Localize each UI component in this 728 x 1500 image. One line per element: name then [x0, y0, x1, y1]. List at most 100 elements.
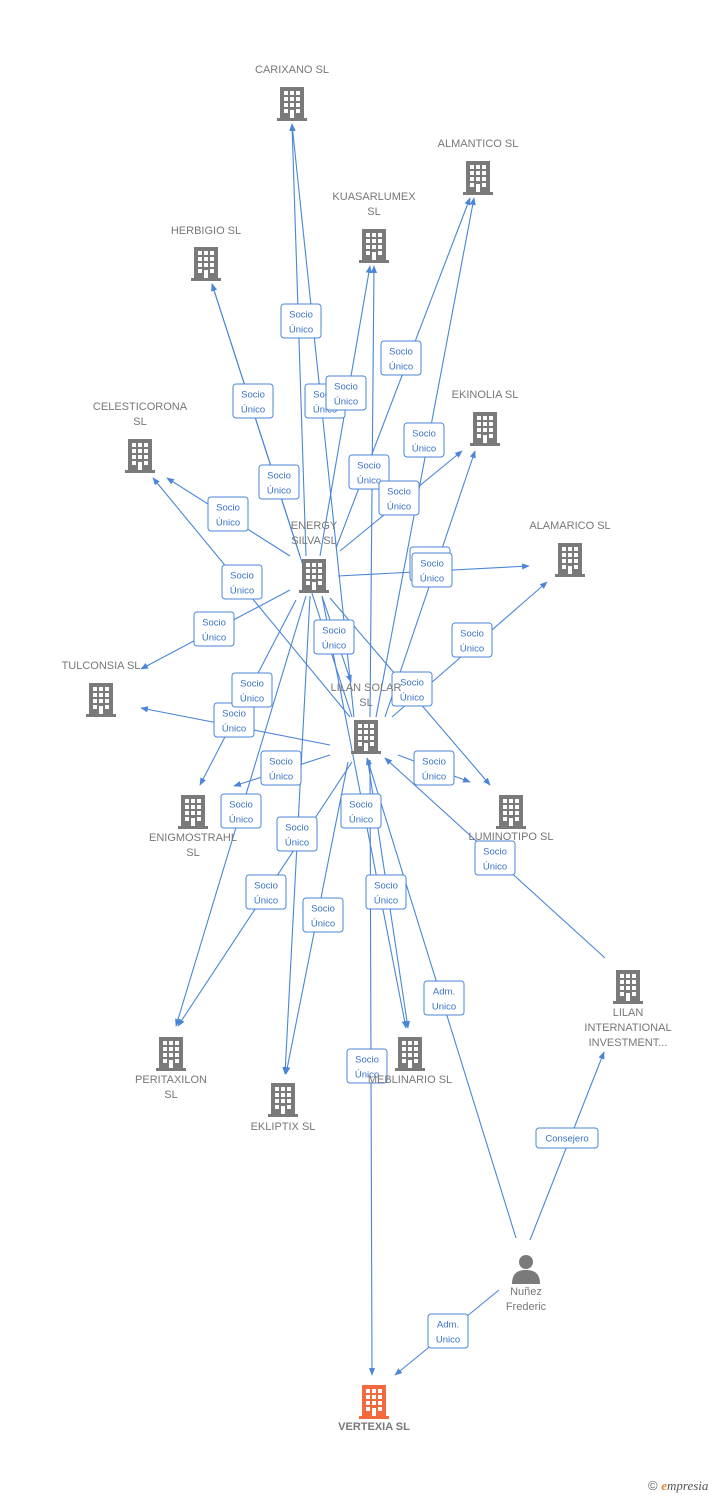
edge-label-text: Único: [355, 1070, 379, 1081]
edge-energy-to-carixano: [289, 123, 307, 557]
edge-lilansolar-to-kuasarlumex: [369, 265, 378, 718]
edge-label-box: [276, 816, 318, 852]
edge-label-text: Socio: [400, 678, 424, 689]
node-label: INVESTMENT...: [589, 1037, 668, 1049]
edge-label-box: [193, 611, 235, 647]
building-icon: [268, 1083, 298, 1117]
edge-label-text: Único: [269, 772, 293, 783]
node-herbigio[interactable]: HERBIGIO SL: [171, 225, 241, 281]
edge-label-text: Socio: [387, 487, 411, 498]
node-label: MEBLINARIO SL: [368, 1074, 452, 1086]
edge-label-box: [232, 383, 274, 419]
node-label: HERBIGIO SL: [171, 225, 241, 237]
node-meblinario[interactable]: MEBLINARIO SL: [368, 1037, 452, 1086]
edge-label-box: [403, 422, 445, 458]
edge-label-text: Socio: [240, 679, 264, 690]
node-label: VERTEXIA SL: [338, 1421, 410, 1433]
copyright-symbol: ©: [648, 1478, 658, 1493]
building-icon: [125, 439, 155, 473]
edge-label-text: Socio: [267, 471, 291, 482]
node-tulconsia[interactable]: TULCONSIA SL: [62, 660, 141, 717]
node-label: ALMANTICO SL: [438, 138, 519, 150]
edge-label-text: Único: [389, 362, 413, 373]
edge-label-adm[interactable]: Adm.Unico: [427, 1313, 469, 1349]
edge-label-text: Socio: [254, 881, 278, 892]
edge-label-adm[interactable]: Adm.Unico: [423, 980, 465, 1016]
edge-label-text: Socio: [289, 310, 313, 321]
edge-label-consejero[interactable]: Consejero: [535, 1127, 599, 1149]
node-label: KUASARLUMEX: [332, 191, 416, 203]
edge-label-box: [258, 464, 300, 500]
node-alamarico[interactable]: ALAMARICO SL: [529, 520, 611, 577]
empresia-copyright[interactable]: © empresia: [648, 1478, 708, 1494]
node-ekliptix[interactable]: EKLIPTIX SL: [251, 1083, 316, 1133]
edge-label-text: Único: [422, 772, 446, 783]
node-almantico[interactable]: ALMANTICO SL: [438, 138, 519, 195]
edge-lilansolar-to-carixano: [289, 123, 355, 718]
edge-label-text: Único: [374, 896, 398, 907]
node-vertexia[interactable]: VERTEXIA SL: [338, 1385, 410, 1433]
person-icon: [512, 1255, 540, 1284]
edge-label-box: [231, 672, 273, 708]
node-label: SL: [367, 206, 380, 218]
edge-label-text: Único: [222, 724, 246, 735]
node-label: Nuñez: [510, 1286, 542, 1298]
edge-label-text: Unico: [436, 1335, 460, 1346]
edge-label-box: [380, 340, 422, 376]
building-icon: [555, 543, 585, 577]
node-ekinolia[interactable]: EKINOLIA SL: [452, 389, 519, 446]
node-label: LUMINOTIPO SL: [469, 831, 554, 843]
edge-label-box: [346, 1048, 388, 1084]
edge-label-text: Socio: [229, 800, 253, 811]
nodes-layer: CARIXANO SL ALMANTICO SL KUASARLUMEX SL HERB…: [62, 64, 672, 1433]
building-icon: [470, 412, 500, 446]
node-label: SILVA SL: [291, 535, 336, 547]
node-label: INTERNATIONAL: [584, 1022, 671, 1034]
node-lilanintl[interactable]: LILANINTERNATIONALINVESTMENT...: [584, 970, 672, 1049]
edge-label-text: Único: [412, 444, 436, 455]
building-icon: [277, 87, 307, 121]
edge-label-text: Único: [313, 405, 337, 416]
node-label: CARIXANO SL: [255, 64, 329, 76]
edge-label-text: Único: [387, 502, 411, 513]
node-luminotipo[interactable]: LUMINOTIPO SL: [469, 795, 554, 843]
node-kuasarlumex[interactable]: KUASARLUMEX SL: [332, 191, 416, 263]
node-label: SL: [186, 847, 199, 859]
node-carixano[interactable]: CARIXANO SL: [255, 64, 329, 121]
node-label: PERITAXILON: [135, 1074, 207, 1086]
node-label: Frederic: [506, 1301, 547, 1313]
